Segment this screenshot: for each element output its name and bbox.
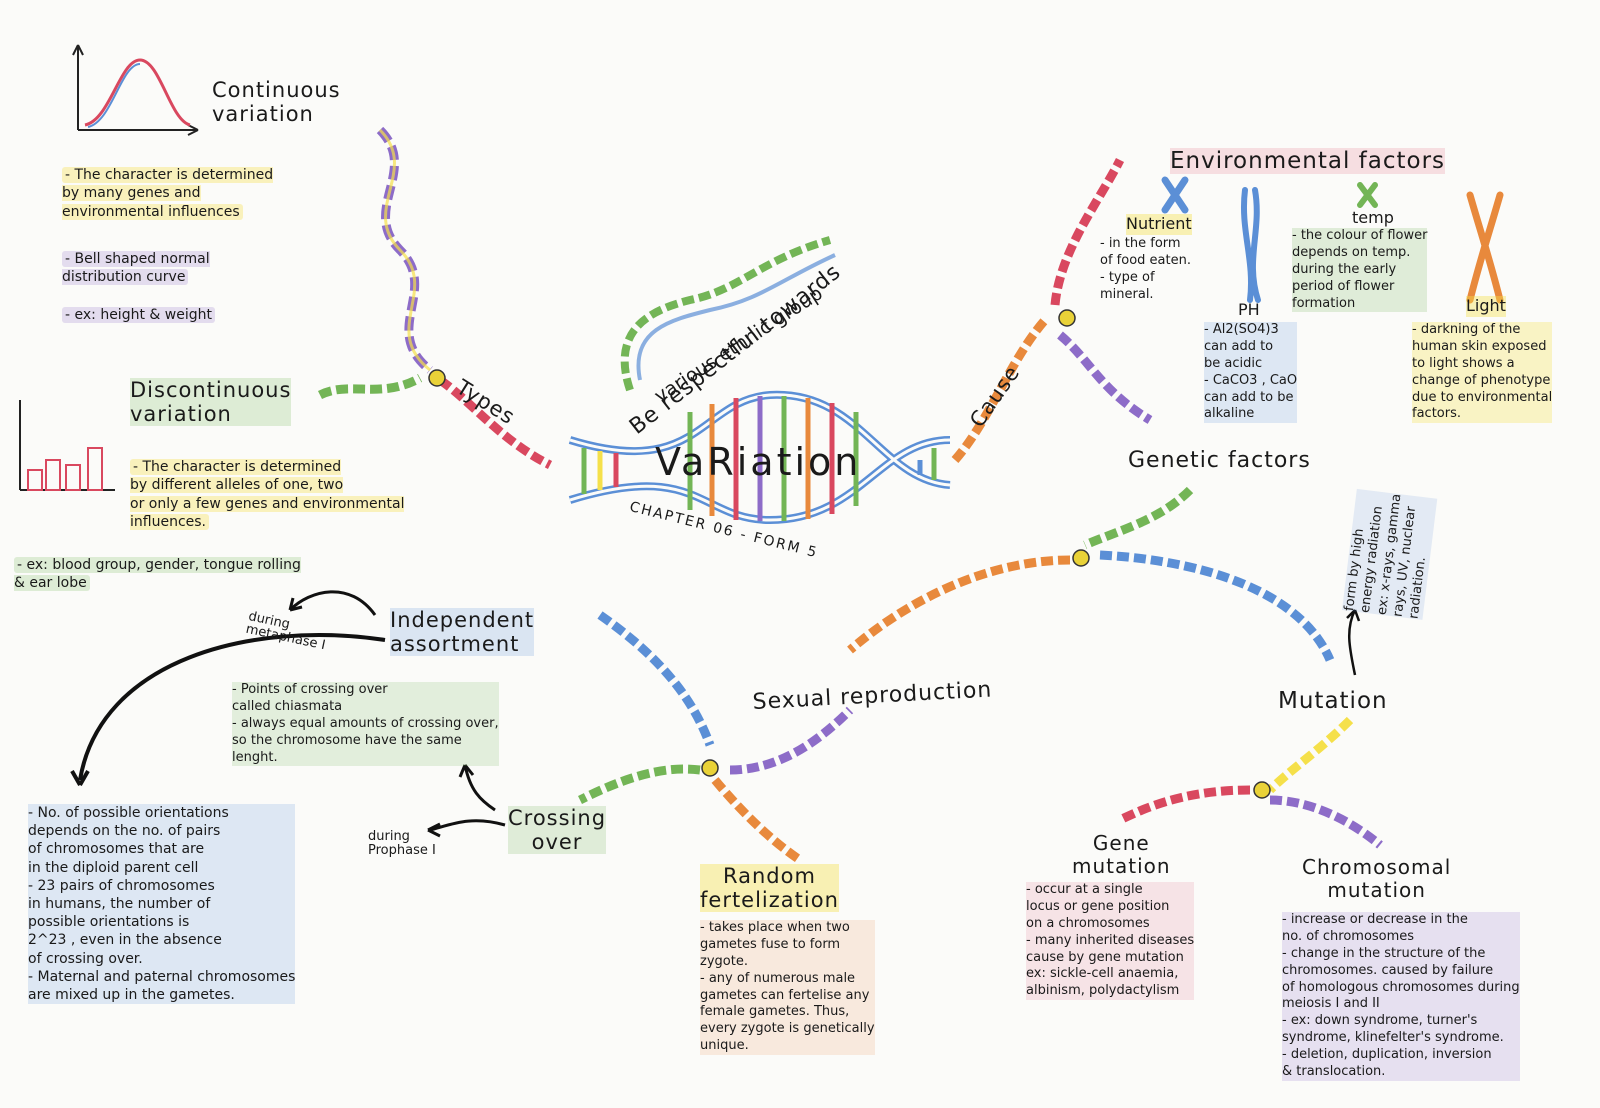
strand-sexual-low xyxy=(730,710,850,770)
chromosomal-mutation-text: - increase or decrease in the no. of chr… xyxy=(1282,912,1520,1081)
chromosome-icon-nutrient xyxy=(1165,180,1185,210)
genetic-title: Genetic factors xyxy=(1128,448,1311,473)
continuous-point-1: - The character is determined by many ge… xyxy=(62,148,273,221)
crossing-during: during Prophase I xyxy=(368,830,436,859)
light-title: Light xyxy=(1466,296,1506,317)
continuous-point-3-text: - ex: height & weight xyxy=(62,307,215,323)
environmental-title: Environmental factors xyxy=(1170,148,1445,174)
continuous-title: Continuous variation xyxy=(212,78,341,126)
independent-orientations: - No. of possible orientations depends o… xyxy=(28,804,295,1004)
junction-knot xyxy=(1073,550,1089,566)
temp-title: temp xyxy=(1352,208,1394,229)
strand-sexual xyxy=(850,560,1070,650)
strand-genetic xyxy=(1060,335,1150,420)
strand-crossing xyxy=(580,769,700,800)
discontinuous-point-1-text: - The character is determined by differe… xyxy=(130,459,404,530)
mutation-note: form by high energy radiation ex: x-rays… xyxy=(1342,489,1438,620)
ph-title: PH xyxy=(1238,300,1260,321)
light-text: - darkning of the human skin exposed to … xyxy=(1412,322,1552,423)
chromosomal-mutation-title: Chromosomal mutation xyxy=(1302,856,1451,902)
center-title: VaRiation xyxy=(655,438,861,487)
independent-title: Independent assortment xyxy=(390,608,534,656)
discontinuous-title: Discontinuous variation xyxy=(130,378,291,426)
junction-knot xyxy=(429,370,445,386)
strand-mutation xyxy=(1100,555,1330,660)
independent-points: - Points of crossing over called chiasma… xyxy=(232,682,499,766)
strand-continuous xyxy=(380,130,430,370)
continuous-point-1-text: - The character is determined by many ge… xyxy=(62,167,273,219)
mutation-title: Mutation xyxy=(1278,688,1388,714)
bell-curve-icon xyxy=(73,45,198,135)
strand-mutation-lower xyxy=(1270,720,1350,790)
crossing-title: Crossing over xyxy=(508,806,606,854)
discontinuous-point-2: - ex: blood group, gender, tongue rollin… xyxy=(14,538,301,593)
junction-knot xyxy=(1059,310,1075,326)
nutrient-title: Nutrient xyxy=(1126,214,1192,235)
arrow-mutation-note xyxy=(1349,610,1355,675)
strand-independent xyxy=(600,615,710,745)
nutrient-text: - in the form of food eaten. - type of m… xyxy=(1100,236,1191,304)
continuous-point-3: - ex: height & weight xyxy=(62,288,215,324)
gene-mutation-text: - occur at a single locus or gene positi… xyxy=(1026,882,1194,1000)
temp-text: - the colour of flower depends on temp. … xyxy=(1292,228,1427,312)
chromosome-icon-temp xyxy=(1360,185,1375,205)
ph-text: - Al2(SO4)3 can add to be acidic - CaCO3… xyxy=(1204,322,1297,423)
discontinuous-point-1: - The character is determined by differe… xyxy=(130,440,404,531)
chromosome-icon-ph xyxy=(1244,190,1258,300)
junction-knot xyxy=(1254,782,1270,798)
continuous-point-2: - Bell shaped normal distribution curve xyxy=(62,232,210,287)
chromosome-icon-light xyxy=(1470,195,1500,300)
gene-mutation-title: Gene mutation xyxy=(1072,832,1171,878)
strand-random xyxy=(715,780,800,860)
junction-knot xyxy=(702,760,718,776)
discontinuous-point-2-text: - ex: blood group, gender, tongue rollin… xyxy=(14,557,301,591)
random-text: - takes place when two gametes fuse to f… xyxy=(700,920,875,1055)
strand-genetic-down xyxy=(1085,490,1190,545)
random-title: Random fertelization xyxy=(700,864,839,912)
strand-discontinuous xyxy=(320,378,420,395)
strand-chromosomal-mutation xyxy=(1270,800,1380,845)
arrow-prophase xyxy=(430,821,505,830)
continuous-point-2-text: - Bell shaped normal distribution curve xyxy=(62,251,210,285)
strand-gene-mutation xyxy=(1120,790,1250,820)
arrow-metaphase xyxy=(290,592,375,615)
bar-chart-icon xyxy=(20,400,115,490)
